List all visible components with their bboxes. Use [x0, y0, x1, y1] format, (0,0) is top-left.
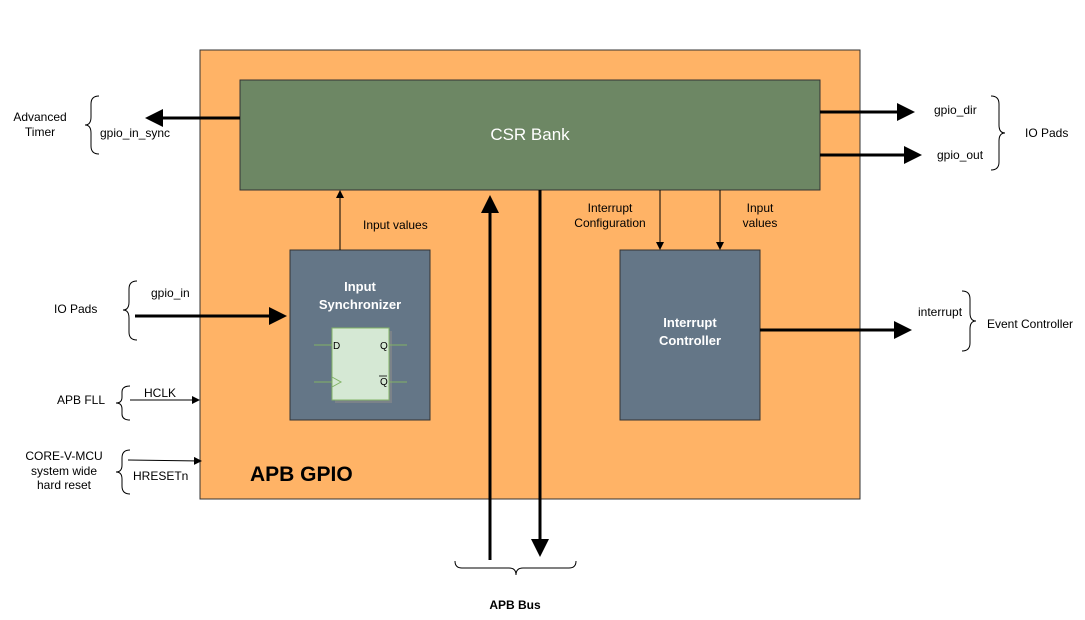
flop-q-label: Q: [380, 341, 388, 352]
core-v-mcu-label-1: CORE-V-MCU: [25, 449, 102, 463]
interrupt-controller-label-1: Interrupt: [663, 315, 717, 330]
csr-bank-block: [239, 79, 821, 191]
core-v-mcu-label-3: hard reset: [37, 478, 92, 492]
brace-apb-fll: [115, 385, 131, 421]
apb-bus-label: APB Bus: [489, 598, 541, 612]
apb-fll-label: APB FLL: [57, 393, 105, 407]
brace-apb-bus: [454, 560, 577, 576]
brace-core-v-mcu: [115, 449, 131, 495]
brace-event-controller: [961, 290, 977, 352]
brace-advanced-timer: [84, 95, 100, 155]
flop-clk-triangle: [331, 376, 343, 388]
input-values-irq-label-2: values: [743, 216, 778, 230]
hresetn-label: HRESETn: [133, 469, 188, 483]
gpio-in-sync-label: gpio_in_sync: [100, 126, 170, 140]
io-pads-right-label: IO Pads: [1025, 126, 1068, 140]
apb-gpio-title: APB GPIO: [250, 463, 353, 486]
interrupt-controller-label-2: Controller: [659, 333, 721, 348]
hclk-label: HCLK: [144, 386, 176, 400]
hresetn-arrow: [127, 456, 202, 465]
interrupt-controller-block: [619, 249, 761, 421]
input-values-sync-label: Input values: [363, 218, 428, 232]
gpio-in-label: gpio_in: [151, 286, 190, 300]
core-v-mcu-label-2: system wide: [31, 464, 97, 478]
interrupt-config-label-1: Interrupt: [588, 201, 633, 215]
event-controller-label: Event Controller: [987, 317, 1073, 331]
flip-flop: [331, 327, 390, 401]
flop-d-label: D: [333, 341, 340, 352]
interrupt-label: interrupt: [918, 305, 963, 319]
io-pads-left-label: IO Pads: [54, 302, 97, 316]
brace-io-pads-right: [990, 95, 1006, 171]
gpio-dir-label: gpio_dir: [934, 103, 977, 117]
brace-io-pads-left: [122, 280, 138, 341]
gpio-out-label: gpio_out: [937, 148, 984, 162]
input-synchronizer-label-2: Synchronizer: [319, 297, 401, 312]
flop-qbar-label: Q: [380, 377, 388, 388]
csr-bank-label: CSR Bank: [490, 125, 570, 144]
advanced-timer-label-2: Timer: [25, 125, 55, 139]
input-synchronizer-label-1: Input: [344, 279, 376, 294]
input-values-irq-label-1: Input: [747, 201, 774, 215]
advanced-timer-label-1: Advanced: [13, 110, 66, 124]
interrupt-config-label-2: Configuration: [574, 216, 645, 230]
